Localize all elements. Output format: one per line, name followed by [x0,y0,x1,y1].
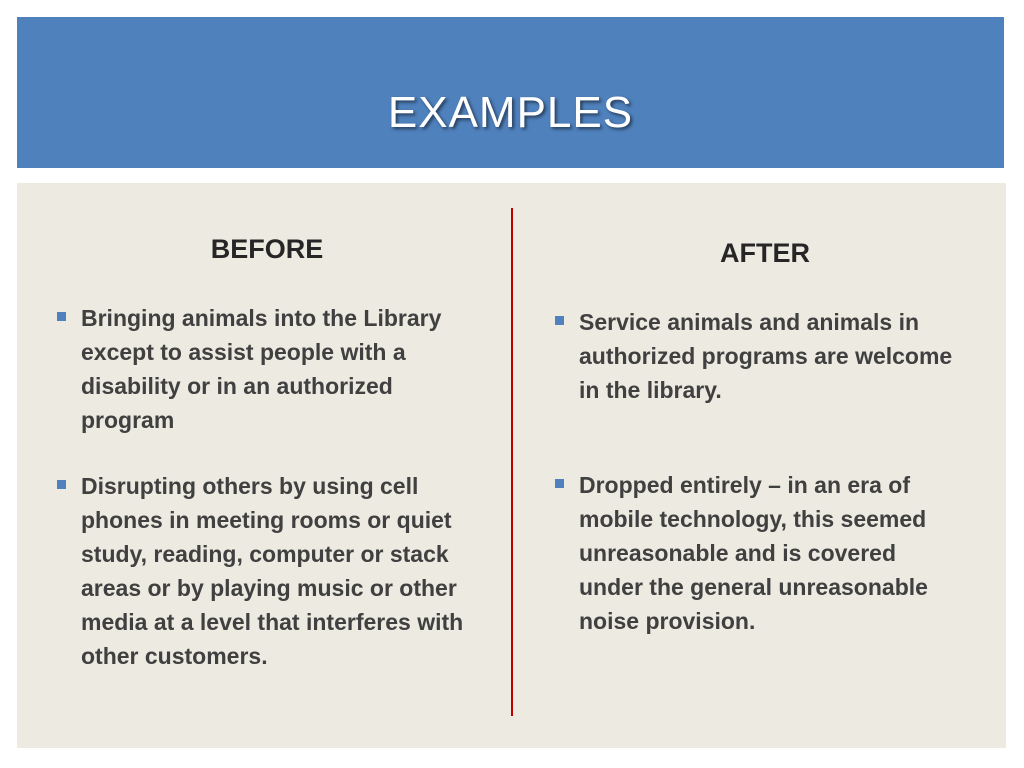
before-heading: BEFORE [210,234,324,264]
after-column: AFTER Service animals and animals in aut… [555,235,985,634]
column-divider [511,208,513,716]
square-bullet-icon [555,479,564,488]
before-list-item: Disrupting others by using cell phones i… [57,469,466,673]
after-list-item: Dropped entirely – in an era of mobile t… [555,468,964,638]
after-list-item: Service animals and animals in authorize… [555,305,964,407]
title-bar: EXAMPLES [17,17,1004,168]
slide-title: EXAMPLES [387,88,634,137]
square-bullet-icon [57,480,66,489]
square-bullet-icon [555,316,564,325]
after-item-text: Dropped entirely – in an era of mobile t… [579,472,928,634]
content-panel: BEFORE Bringing animals into the Library… [17,183,1006,748]
after-item-text: Service animals and animals in authorize… [579,309,953,403]
before-list-item: Bringing animals into the Library except… [57,301,466,437]
before-item-text: Disrupting others by using cell phones i… [81,473,464,669]
after-heading: AFTER [720,238,810,268]
before-column: BEFORE Bringing animals into the Library… [57,231,487,669]
before-item-text: Bringing animals into the Library except… [81,305,442,433]
square-bullet-icon [57,312,66,321]
